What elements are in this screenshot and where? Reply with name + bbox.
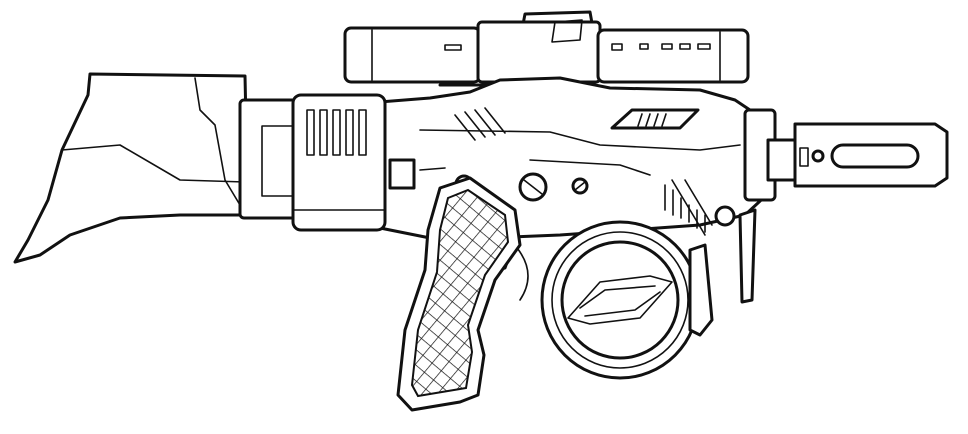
energy-cell-block (291, 93, 416, 232)
scope (343, 10, 750, 87)
drum-magazine (540, 220, 714, 380)
grip-crosshatch (410, 188, 510, 398)
stock (13, 72, 304, 264)
grip (396, 176, 522, 412)
barrel (766, 122, 949, 188)
